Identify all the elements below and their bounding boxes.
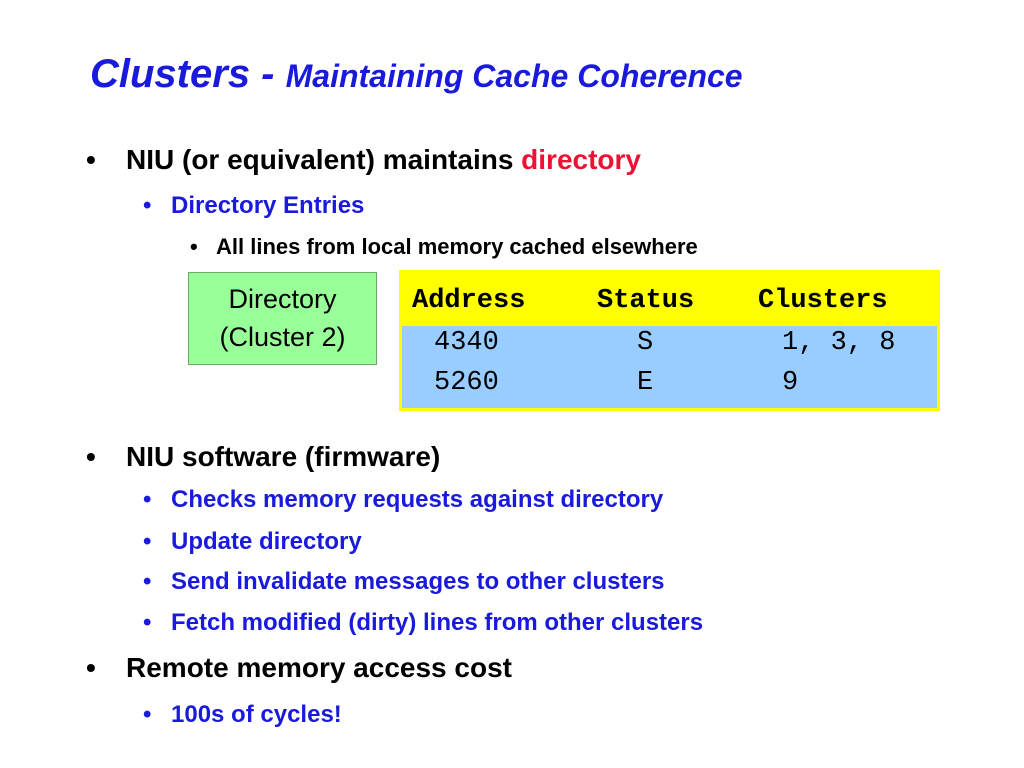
directory-label: Directory (Cluster 2): [188, 272, 377, 365]
bullet-marker: •: [143, 609, 152, 636]
bullet-marker: •: [86, 144, 96, 175]
bullet-text: Update directory: [171, 528, 362, 555]
table-row: 5260 E 9: [402, 366, 937, 406]
bullet-marker: •: [143, 701, 152, 728]
cell-clusters: 1, 3, 8: [782, 328, 896, 358]
cell-status: E: [637, 368, 654, 398]
bullet-text: Checks memory requests against directory: [171, 486, 664, 513]
directory-table: Address Status Clusters 4340 S 1, 3, 8 5…: [399, 270, 940, 411]
bullet-text: Fetch modified (dirty) lines from other …: [171, 609, 704, 636]
directory-label-line2: (Cluster 2): [219, 322, 346, 352]
header-status: Status: [597, 286, 695, 316]
directory-table-header: Address Status Clusters: [402, 273, 937, 326]
bullet-text: 100s of cycles!: [171, 701, 342, 728]
bullet-marker: •: [143, 192, 152, 219]
bullet-text: Directory Entries: [171, 192, 365, 219]
bullet-niu-software: • NIU software (firmware): [86, 441, 441, 473]
bullet-text: Remote memory access cost: [126, 652, 512, 683]
bullet-marker: •: [143, 486, 152, 513]
table-row: 4340 S 1, 3, 8: [402, 326, 937, 366]
bullet-directory-entries: • Directory Entries: [143, 192, 365, 220]
cell-address: 5260: [434, 368, 499, 398]
cell-clusters: 9: [782, 368, 799, 398]
bullet-marker: •: [143, 568, 152, 595]
bullet-text: NIU (or equivalent) maintains: [126, 144, 522, 175]
page-title: Clusters - Maintaining Cache Coherence: [90, 52, 743, 97]
bullet-niu-directory: • NIU (or equivalent) maintains director…: [86, 144, 641, 176]
cell-status: S: [637, 328, 654, 358]
cell-address: 4340: [434, 328, 499, 358]
header-clusters: Clusters: [758, 286, 888, 316]
title-main: Clusters -: [90, 52, 286, 96]
bullet-update-directory: • Update directory: [143, 528, 362, 556]
bullet-marker: •: [190, 234, 198, 259]
title-sub: Maintaining Cache Coherence: [285, 58, 743, 94]
bullet-text: All lines from local memory cached elsew…: [216, 234, 698, 259]
bullet-marker: •: [143, 528, 152, 555]
bullet-text: Send invalidate messages to other cluste…: [171, 568, 665, 595]
highlight-directory: directory: [521, 144, 641, 175]
bullet-text: NIU software (firmware): [126, 441, 441, 472]
bullet-remote-access-cost: • Remote memory access cost: [86, 652, 512, 684]
bullet-checks-requests: • Checks memory requests against directo…: [143, 486, 664, 514]
bullet-fetch-modified: • Fetch modified (dirty) lines from othe…: [143, 609, 704, 637]
bullet-marker: •: [86, 652, 96, 683]
bullet-all-lines: • All lines from local memory cached els…: [190, 234, 698, 260]
bullet-cycles: • 100s of cycles!: [143, 701, 342, 729]
bullet-marker: •: [86, 441, 96, 472]
header-address: Address: [412, 286, 526, 316]
bullet-send-invalidate: • Send invalidate messages to other clus…: [143, 568, 665, 596]
directory-label-line1: Directory: [228, 284, 337, 314]
